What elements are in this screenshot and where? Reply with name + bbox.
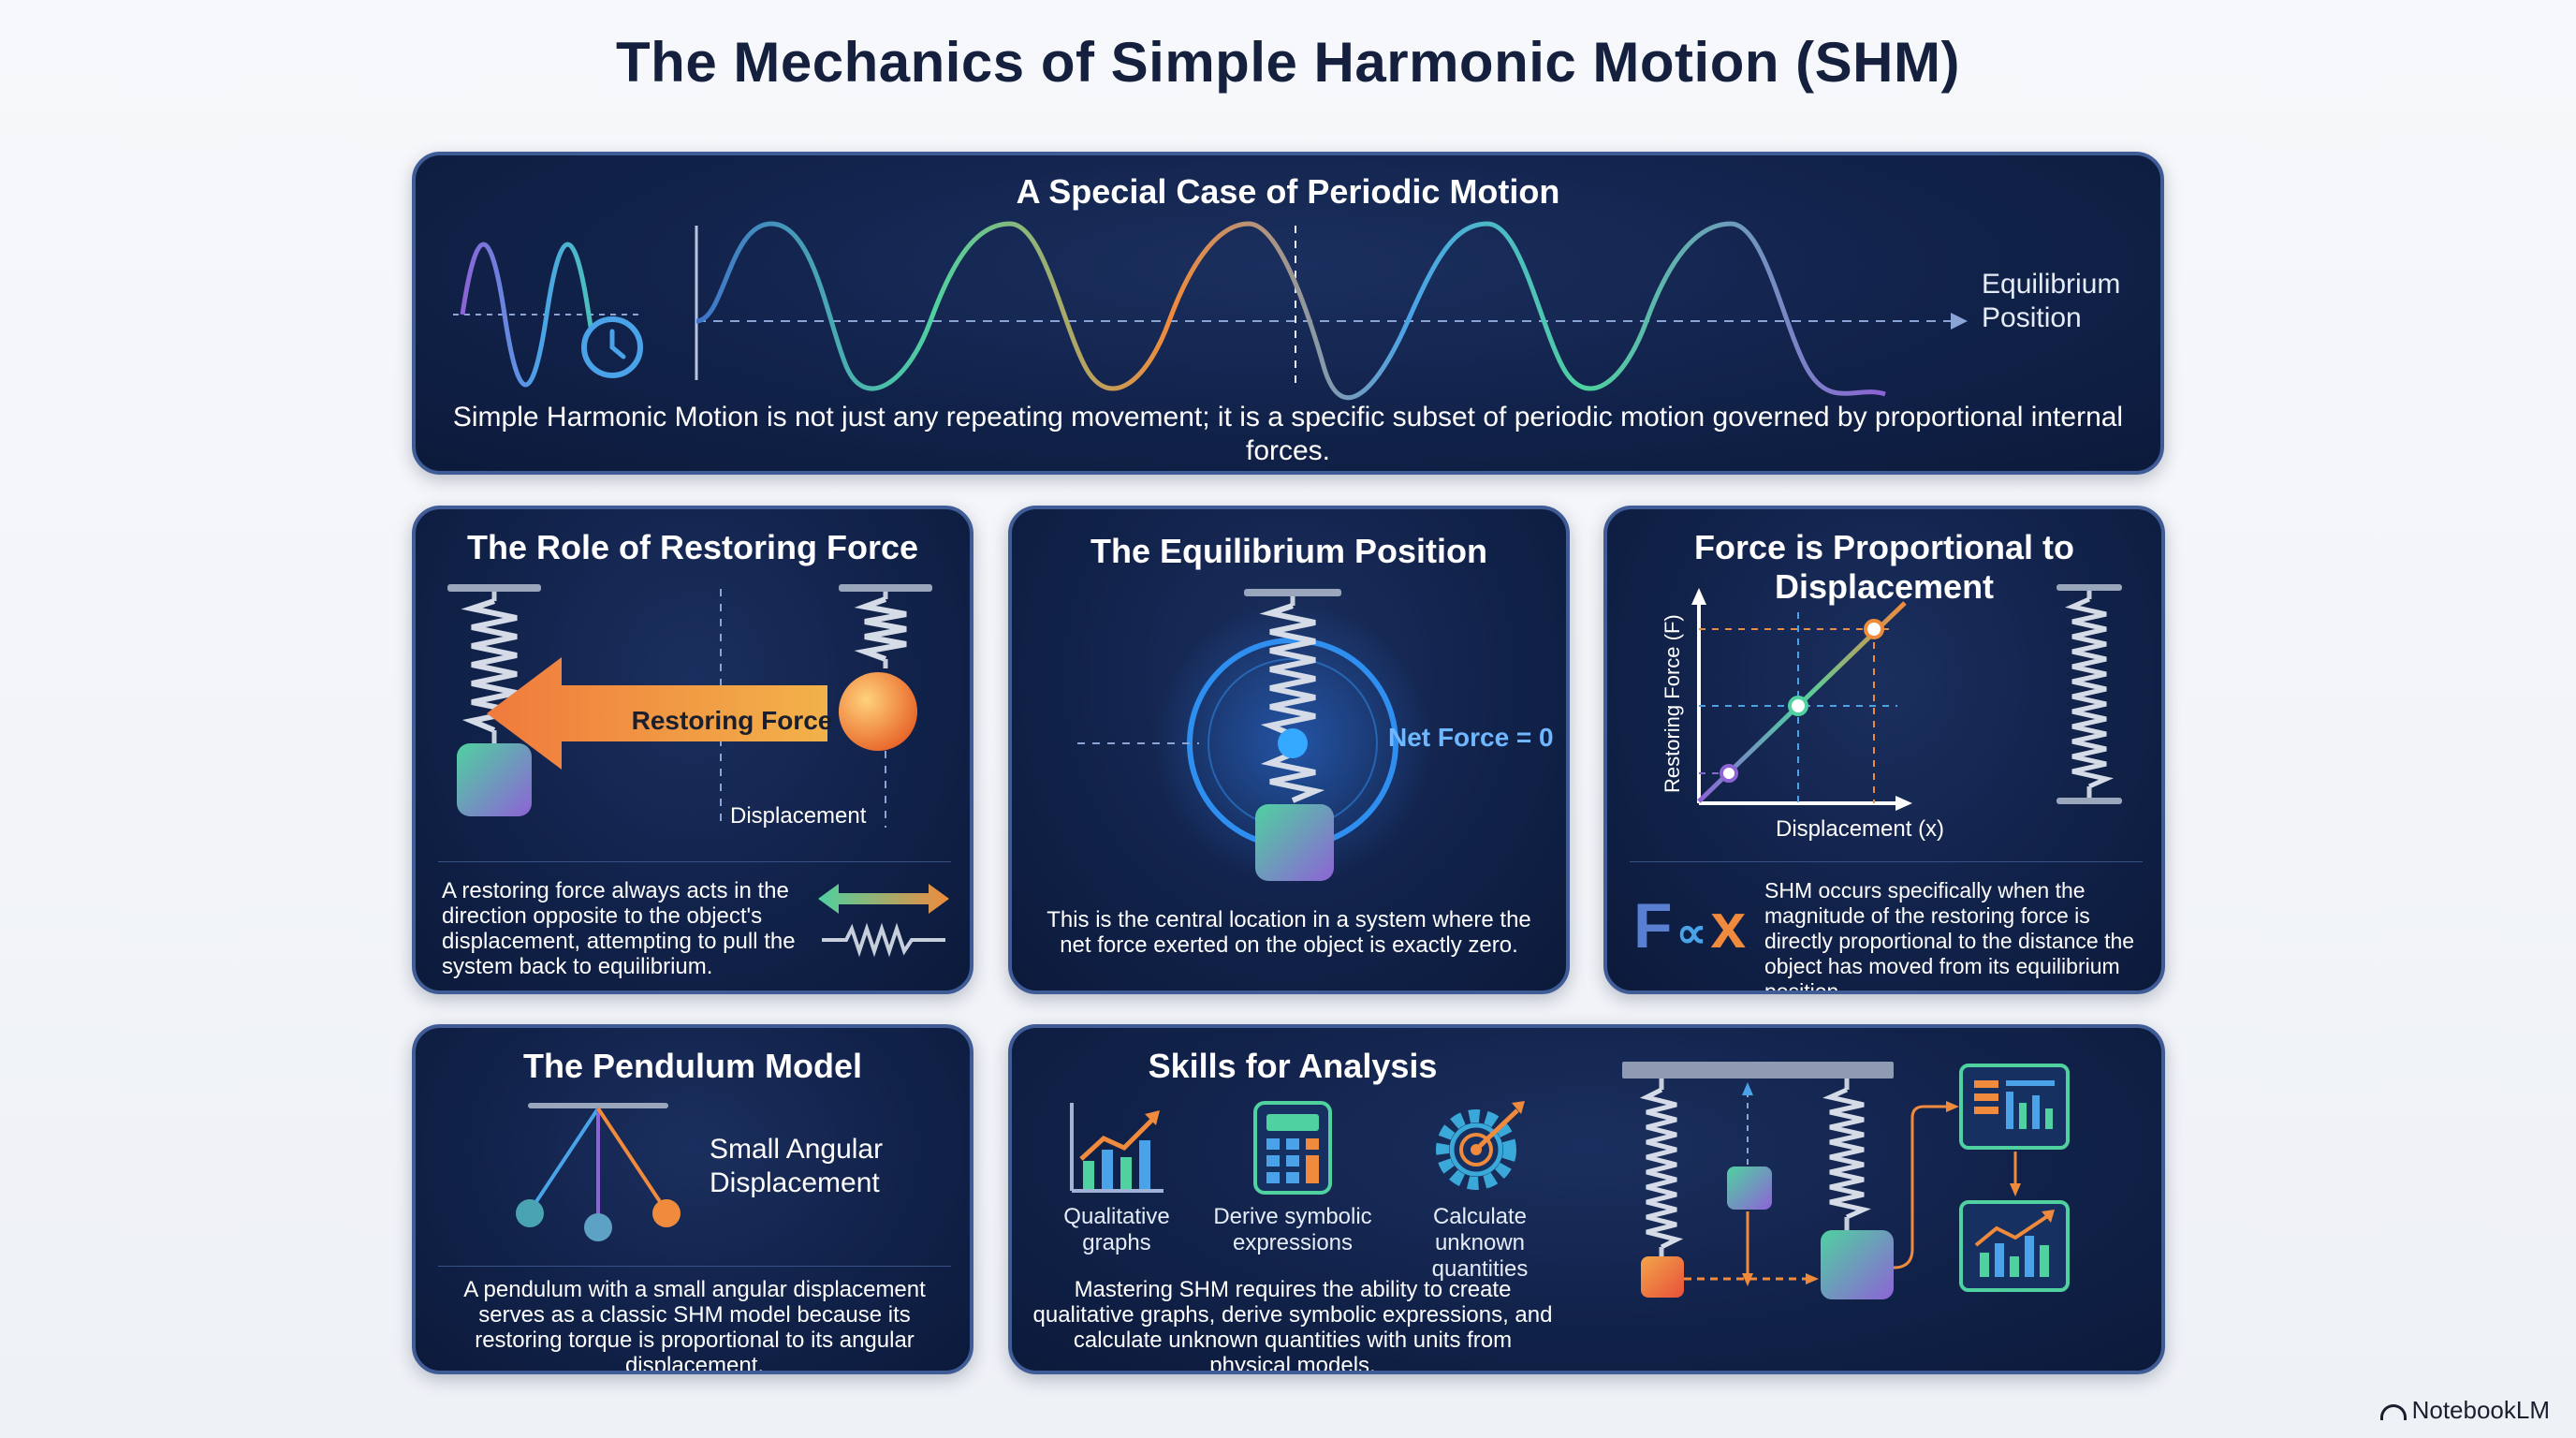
small-angular-displacement-label: Small Angular Displacement	[710, 1133, 883, 1200]
skill-3-line2: quantities	[1431, 1256, 1529, 1282]
force-displacement-graph	[1691, 584, 2122, 811]
notebooklm-logo-icon	[2379, 1403, 2407, 1420]
restoring-force-title: The Role of Restoring Force	[466, 528, 919, 566]
formula-x: x	[1710, 890, 1747, 961]
x-axis-label: Displacement (x)	[1776, 816, 1945, 842]
skill-2-line2: expressions	[1232, 1230, 1354, 1255]
skill-1-line1: Qualitative	[1063, 1204, 1170, 1229]
formula-proportional-symbol: ∝	[1676, 908, 1707, 957]
restoring-force-diagram	[447, 584, 932, 828]
proportional-title: Force is Proportional to Displacement	[1693, 528, 2075, 606]
skill-label-calculate: Calculate unknown quantities	[1386, 1204, 1573, 1283]
restoring-force-arrow-label: Restoring Force	[631, 706, 833, 735]
periodic-description: Simple Harmonic Motion is not just any r…	[452, 402, 2124, 466]
formula-block: F∝x	[1633, 884, 1774, 968]
skill-label-qualitative: Qualitative graphs	[1023, 1204, 1210, 1256]
skills-description: Mastering SHM requires the ability to cr…	[1032, 1277, 1553, 1374]
skill-1-line2: graphs	[1082, 1230, 1151, 1255]
pendulum-label-line1: Small Angular	[710, 1134, 884, 1165]
pendulum-divider	[438, 1266, 951, 1267]
spring-system-diagram	[1622, 1062, 2070, 1299]
gear-target-icon	[1436, 1101, 1525, 1190]
restoring-force-description: A restoring force always acts in the dir…	[442, 878, 796, 979]
skill-2-line1: Derive symbolic	[1213, 1204, 1372, 1229]
equilibrium-label-line2: Position	[1982, 302, 2082, 333]
calculator-icon	[1253, 1101, 1332, 1195]
notebooklm-brand: NotebookLM	[2379, 1396, 2550, 1425]
restoring-force-card: The Role of Restoring Force	[412, 506, 973, 994]
equilibrium-position-label: Equilibrium Position	[1982, 268, 2120, 335]
equilibrium-title: The Equilibrium Position	[1090, 532, 1487, 570]
periodic-motion-card: A Special Case of Periodic Motion	[412, 152, 2164, 475]
equilibrium-description: This is the central location in a system…	[1046, 907, 1531, 958]
proportional-card: Force is Proportional to Displacement Re…	[1603, 506, 2165, 994]
pendulum-diagram	[516, 1103, 681, 1241]
restoring-divider	[438, 861, 951, 862]
proportional-divider	[1630, 861, 2143, 862]
displacement-label: Displacement	[730, 803, 867, 829]
formula-f: F	[1633, 890, 1673, 961]
net-force-label: Net Force = 0	[1388, 723, 1554, 752]
skill-3-line1: Calculate unknown	[1432, 1204, 1528, 1255]
equilibrium-spring-diagram	[1077, 589, 1433, 884]
pendulum-title: The Pendulum Model	[522, 1047, 862, 1085]
skill-label-symbolic: Derive symbolic expressions	[1199, 1204, 1386, 1256]
periodic-motion-title: A Special Case of Periodic Motion	[1016, 172, 1560, 211]
periodic-clock-icon	[453, 242, 643, 388]
pendulum-description: A pendulum with a small angular displace…	[463, 1277, 926, 1374]
proportional-description: SHM occurs specifically when the magnitu…	[1764, 878, 2135, 994]
equilibrium-card: The Equilibrium Position Net Force = 0 T…	[1008, 506, 1570, 994]
y-axis-label: Restoring Force (F)	[1661, 614, 1684, 793]
pendulum-label-line2: Displacement	[710, 1167, 880, 1198]
brand-name: NotebookLM	[2411, 1396, 2550, 1424]
skills-card: Skills for Analysis Qualitative graphs	[1008, 1024, 2165, 1374]
periodic-wave-diagram	[695, 221, 1968, 401]
skills-title: Skills for Analysis	[1148, 1047, 1438, 1085]
line-chart-icon	[1070, 1103, 1164, 1193]
pendulum-card: The Pendulum Model Small Angular Displac…	[412, 1024, 973, 1374]
opposing-arrows-icon	[818, 884, 949, 958]
page-title: The Mechanics of Simple Harmonic Motion …	[616, 31, 1960, 94]
equilibrium-label-line1: Equilibrium	[1982, 269, 2121, 300]
